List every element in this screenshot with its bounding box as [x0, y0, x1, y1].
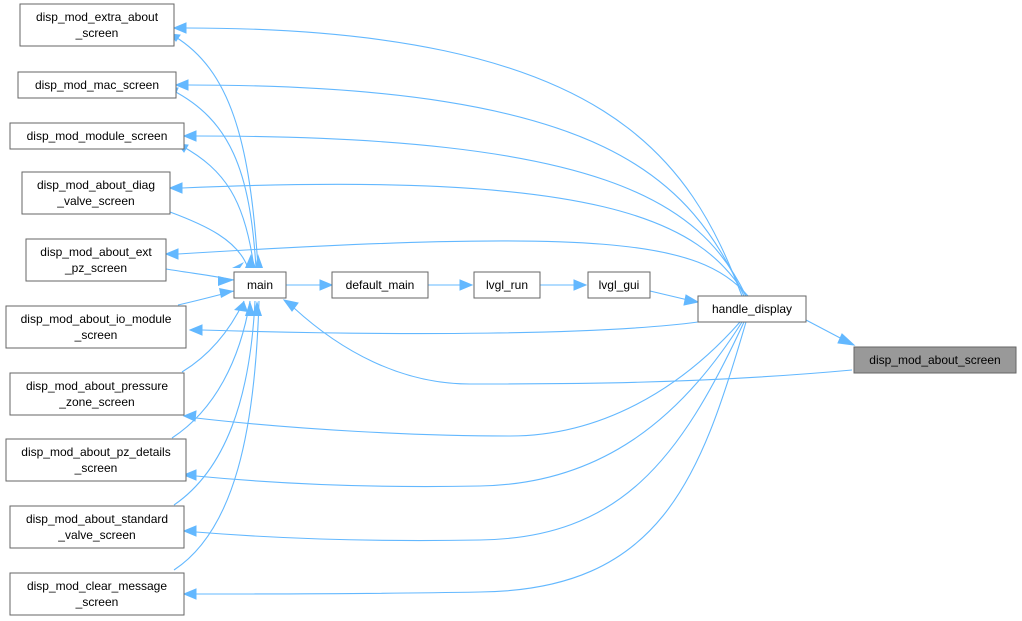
node-label: _screen: [75, 595, 119, 609]
node-clear-msg[interactable]: disp_mod_clear_message _screen: [9, 572, 185, 616]
edge-main-to-mac: [166, 87, 257, 269]
node-module[interactable]: disp_mod_module_screen: [9, 122, 185, 150]
node-label: main: [247, 278, 273, 292]
node-box: [331, 271, 429, 299]
node-io-module[interactable]: disp_mod_about_io_module _screen: [5, 305, 187, 349]
node-box: [697, 295, 807, 323]
node-box: [9, 122, 185, 150]
arrowhead-into-main-1: [232, 262, 244, 268]
edge-handle-to-mac: [174, 79, 745, 297]
node-label: _valve_screen: [57, 528, 135, 542]
node-box: [473, 271, 541, 299]
arrowhead-into-main-8: [252, 301, 262, 316]
node-box: [25, 238, 167, 282]
node-box: [19, 3, 175, 47]
node-box: [9, 505, 185, 549]
edge-handle-to-diag: [168, 182, 747, 297]
edge-about-screen-to-main: [282, 299, 853, 385]
node-label: disp_mod_about_ext: [40, 245, 152, 259]
edge-handle-to-pz-details: [182, 321, 743, 488]
edge-main-to-standard: [173, 300, 256, 506]
edge-main-to-clear-msg: [173, 300, 260, 571]
node-label: disp_mod_about_pressure: [26, 379, 168, 393]
node-lvgl-gui[interactable]: lvgl_gui: [587, 271, 651, 299]
edge-handle-to-standard: [182, 321, 745, 542]
edge-handle-to-ext-pz: [164, 240, 749, 297]
node-box: [587, 271, 651, 299]
node-label: disp_mod_extra_about: [36, 10, 159, 24]
edge-main-to-diag: [169, 211, 249, 269]
node-box: [17, 71, 177, 99]
node-label: _screen: [74, 461, 118, 475]
edge-handle-to-pressure: [182, 321, 741, 437]
arrowhead-into-main-5: [219, 288, 234, 298]
edge-main-to-pz-details: [171, 300, 251, 439]
arrowhead-into-main-6: [234, 301, 248, 312]
node-standard[interactable]: disp_mod_about_standard _valve_screen: [9, 505, 185, 549]
node-label: disp_mod_about_io_module: [21, 312, 172, 326]
node-mac[interactable]: disp_mod_mac_screen: [17, 71, 177, 99]
node-box: [853, 346, 1017, 374]
node-box: [21, 171, 171, 215]
node-label: lvgl_run: [486, 278, 528, 292]
node-label: handle_display: [712, 302, 792, 316]
node-label: _screen: [74, 328, 118, 342]
node-box: [5, 438, 187, 482]
edge-handle-to-clear-msg: [182, 321, 747, 600]
edge-handle-to-module: [182, 130, 747, 297]
nodes-layer: disp_mod_extra_about _screen disp_mod_mac_…: [5, 3, 1017, 616]
edge-handle-to-extra-about: [172, 22, 743, 297]
node-main[interactable]: main: [233, 271, 287, 299]
arrowhead-into-main-4: [218, 276, 234, 286]
node-ext-pz[interactable]: disp_mod_about_ext _pz_screen: [25, 238, 167, 282]
edge-handle-to-io-module: [188, 321, 699, 336]
node-default-main[interactable]: default_main: [331, 271, 429, 299]
edge-lvgl-run-to-lvgl-gui: [540, 279, 588, 291]
node-box: [233, 271, 287, 299]
edge-main-to-module: [176, 143, 255, 269]
node-about-screen[interactable]: disp_mod_about_screen: [853, 346, 1017, 374]
node-box: [9, 572, 185, 616]
node-label: default_main: [346, 278, 415, 292]
edges-layer: [164, 22, 856, 600]
node-label: _screen: [75, 26, 119, 40]
node-label: disp_mod_about_screen: [869, 353, 1000, 367]
edge-handle-display-to-about-screen: [805, 319, 856, 346]
node-box: [5, 305, 187, 349]
node-label: _pz_screen: [64, 261, 127, 275]
node-label: disp_mod_about_diag: [37, 178, 155, 192]
node-label: disp_mod_clear_message: [27, 579, 167, 593]
node-lvgl-run[interactable]: lvgl_run: [473, 271, 541, 299]
node-label: disp_mod_module_screen: [27, 129, 168, 143]
node-label: disp_mod_about_standard: [26, 512, 168, 526]
node-label: disp_mod_about_pz_details: [21, 445, 170, 459]
node-label: _zone_screen: [58, 395, 134, 409]
node-label: disp_mod_mac_screen: [35, 78, 159, 92]
node-label: _valve_screen: [56, 194, 134, 208]
node-box: [9, 372, 185, 416]
edge-main-to-pressure: [181, 300, 245, 373]
arrowhead-into-main-3: [255, 254, 263, 268]
node-diag[interactable]: disp_mod_about_diag _valve_screen: [21, 171, 171, 215]
node-label: lvgl_gui: [599, 278, 640, 292]
node-pressure[interactable]: disp_mod_about_pressure _zone_screen: [9, 372, 185, 416]
node-pz-details[interactable]: disp_mod_about_pz_details _screen: [5, 438, 187, 482]
edge-default-main-to-lvgl-run: [428, 279, 474, 291]
node-extra-about[interactable]: disp_mod_extra_about _screen: [19, 3, 175, 47]
arrowhead-into-main-7: [245, 301, 255, 316]
arrowhead-into-main-2: [245, 254, 256, 268]
edge-main-to-default-main: [286, 279, 334, 291]
node-handle-display[interactable]: handle_display: [697, 295, 807, 323]
edge-lvgl-gui-to-handle-display: [649, 290, 700, 306]
